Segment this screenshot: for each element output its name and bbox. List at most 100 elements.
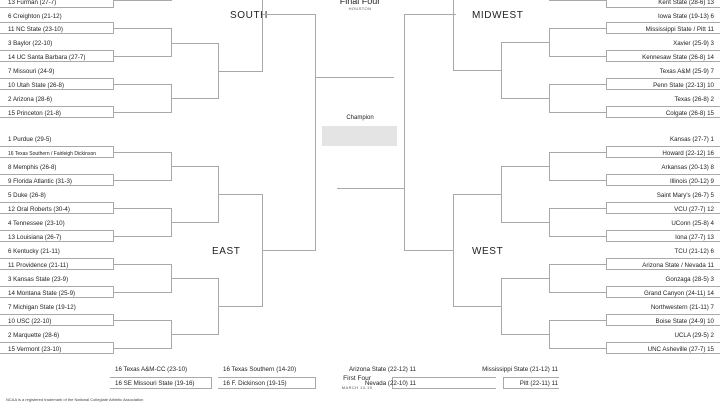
team-slot[interactable]: [0, 258, 114, 270]
team-name: VCU (27-7) 12: [674, 206, 714, 213]
team-slot[interactable]: [0, 0, 114, 8]
team-name: 6 Kentucky (21-11): [8, 248, 60, 255]
bracket-line: [114, 320, 172, 321]
team-slot[interactable]: [0, 202, 114, 214]
team-name: Kent State (28-6) 13: [658, 0, 714, 6]
team-slot[interactable]: [0, 230, 114, 242]
bracket-line: [218, 71, 263, 72]
region-label-midwest: MIDWEST: [472, 10, 524, 21]
team-name: 15 Princeton (21-8): [8, 110, 61, 117]
team-slot[interactable]: [0, 22, 114, 34]
team-name: Xavier (25-9) 3: [673, 40, 714, 47]
team-name: Saint Mary's (26-7) 5: [656, 192, 714, 199]
bracket-line: [315, 224, 316, 251]
bracket-line: [262, 0, 263, 72]
team-name: 4 Tennessee (23-10): [8, 220, 65, 227]
team-slot[interactable]: [606, 0, 720, 8]
team-name: 2 Arizona (28-6): [8, 96, 53, 103]
team-name: UNC Asheville (27-7) 15: [647, 346, 714, 353]
team-name: Arkansas (20-13) 8: [661, 164, 714, 171]
bracket-line: [171, 28, 172, 57]
first-four-slot[interactable]: [218, 377, 316, 389]
bracket-line: [549, 112, 607, 113]
bracket-line: [114, 264, 172, 265]
team-slot[interactable]: [0, 146, 114, 158]
team-name: 2 Marquette (28-6): [8, 332, 60, 339]
bracket-line: [549, 28, 607, 29]
team-slot[interactable]: [0, 342, 114, 354]
team-name: Texas (26-8) 2: [674, 96, 714, 103]
bracket-line: [453, 306, 502, 307]
team-name: UCLA (29-5) 2: [674, 332, 714, 339]
team-name: 8 Memphis (26-8): [8, 164, 57, 171]
team-name: Colgate (26-8) 15: [665, 110, 714, 117]
region-label-south: SOUTH: [230, 10, 268, 21]
bracket-line: [501, 166, 550, 167]
first-four-team: Pitt (22-11) 11: [519, 380, 558, 387]
team-name: 3 Baylor (22-10): [8, 40, 53, 47]
bracket-line: [114, 348, 172, 349]
bracket-line: [501, 42, 550, 43]
team-name: 13 Furman (27-7): [8, 0, 57, 6]
bracket-line: [337, 188, 405, 189]
team-name: Kennesaw State (26-8) 14: [642, 54, 714, 61]
team-name: Boise State (24-9) 10: [655, 318, 714, 325]
bracket-line: [114, 208, 172, 209]
team-name: Arizona State / Nevada 11: [642, 262, 714, 269]
bracket-line: [114, 180, 172, 181]
team-name: 13 Louisiana (26-7): [8, 234, 62, 241]
bracket-line: [501, 222, 550, 223]
first-four-slot[interactable]: [110, 377, 212, 389]
footer-trademark: NCAA is a registered trademark of the Na…: [6, 397, 144, 402]
team-name: 15 Vermont (23-10): [8, 346, 62, 353]
team-name: 5 Duke (26-8): [8, 192, 46, 199]
team-slot[interactable]: [0, 286, 114, 298]
team-name: 9 Florida Atlantic (31-3): [8, 178, 72, 185]
bracket-line: [114, 152, 172, 153]
bracket-line: [549, 208, 607, 209]
team-name: Illinois (20-12) 9: [669, 178, 714, 185]
bracket-line: [404, 14, 456, 15]
team-name: 11 NC State (23-10): [8, 26, 63, 33]
team-name: Kansas (27-7) 1: [669, 136, 714, 143]
bracket-line: [501, 278, 550, 279]
first-four-team: 16 Texas A&M-CC (23-10): [115, 366, 188, 373]
first-four-slot[interactable]: [503, 377, 559, 389]
team-slot[interactable]: [0, 50, 114, 62]
bracket-line: [114, 28, 172, 29]
team-name: Texas A&M (25-9) 7: [659, 68, 714, 75]
region-label-east: EAST: [212, 246, 241, 257]
first-four-team: 16 Texas Southern (14-20): [223, 366, 297, 373]
bracket-line: [501, 98, 550, 99]
bracket-line: [404, 250, 454, 251]
bracket-line: [114, 0, 172, 1]
bracket-line: [549, 348, 607, 349]
bracket-line: [218, 194, 263, 195]
team-name: Grand Canyon (24-11) 14: [643, 290, 714, 297]
champion-label: Champion: [346, 115, 374, 121]
team-name: 11 Providence (21-11): [8, 262, 69, 269]
team-name: Howard (22-12) 16: [662, 150, 714, 157]
team-name: 10 USC (22-10): [8, 318, 52, 325]
first-four-team: Nevada (22-10) 11: [364, 380, 416, 387]
team-name: 7 Missouri (24-9): [8, 68, 55, 75]
champion-slot[interactable]: [322, 126, 397, 146]
team-name: 1 Purdue (29-5): [8, 136, 52, 143]
first-four-slot[interactable]: [392, 377, 496, 389]
bracket-line: [114, 236, 172, 237]
team-slot[interactable]: [0, 314, 114, 326]
first-four-team: 16 F. Dickinson (19-15): [223, 380, 287, 387]
final-four-location: HOUSTON: [348, 6, 372, 11]
team-slot[interactable]: [0, 174, 114, 186]
team-name: UConn (25-8) 4: [671, 220, 714, 227]
bracket-line: [218, 306, 263, 307]
first-four-team: 16 SE Missouri State (19-16): [115, 380, 195, 387]
team-slot[interactable]: [0, 106, 114, 118]
team-slot[interactable]: [0, 78, 114, 90]
bracket-line: [171, 222, 219, 223]
bracket-line: [453, 70, 502, 71]
bracket-line: [404, 14, 405, 224]
team-name: 7 Michigan State (19-12): [8, 304, 76, 311]
bracket-line: [171, 98, 219, 99]
bracket-line: [549, 0, 607, 1]
